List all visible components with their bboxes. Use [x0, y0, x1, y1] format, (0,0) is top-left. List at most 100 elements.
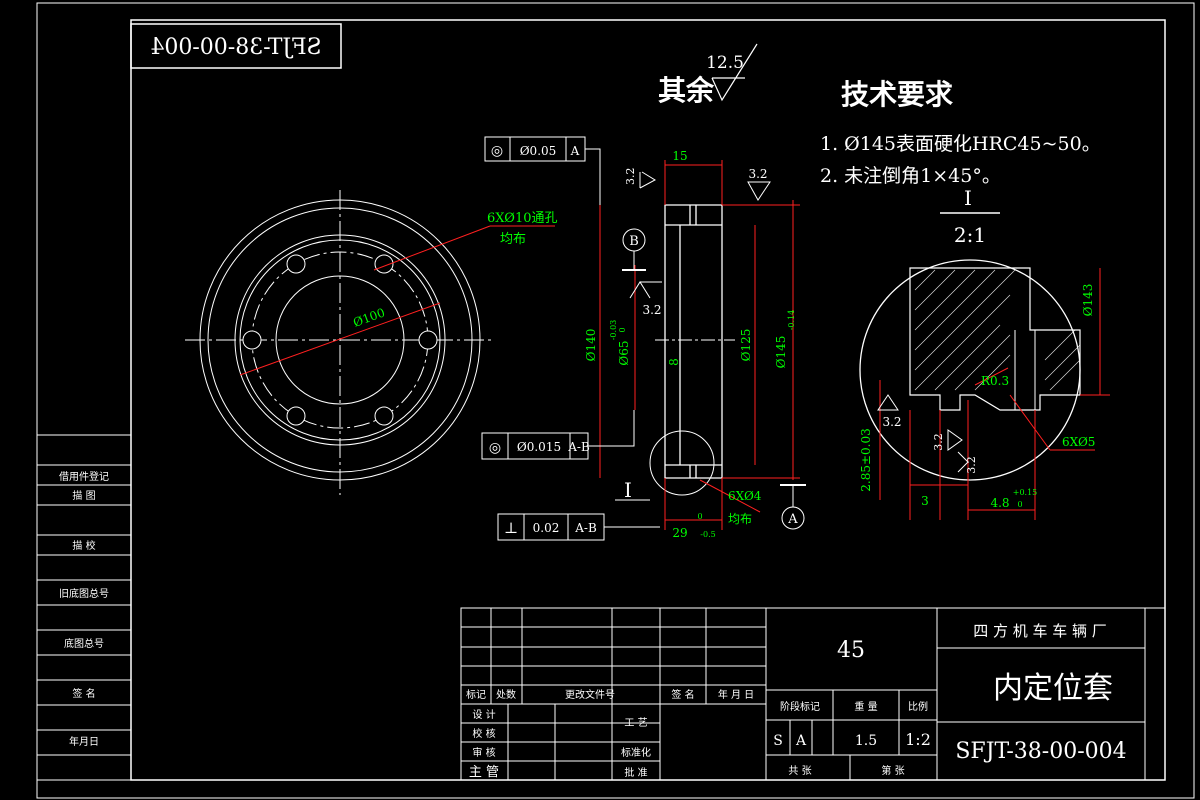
mirror-number: SFJT-38-00-004: [150, 35, 321, 60]
detail-dim-143: Ø143: [1081, 284, 1095, 317]
tech-req-title: 技术要求: [841, 78, 953, 111]
tb-total-sheets: 共 张: [788, 765, 811, 777]
title-block-grid: [460, 607, 1166, 781]
sec-dim-8: 8: [667, 358, 681, 366]
tb-weight: 1.5: [855, 733, 877, 749]
sec-dim-29-tol-low: -0.5: [700, 530, 715, 539]
datum-a-circle: [781, 506, 805, 530]
front-view: [185, 190, 495, 495]
tb-rev-h2: 更改文件号: [565, 688, 615, 701]
detail-dim-3: 3: [921, 494, 929, 508]
tb-rev-h4: 年 月 日: [718, 688, 754, 701]
tb-drawing-no: SFJT-38-00-004: [955, 739, 1126, 764]
tb-role-2: 审 核: [472, 746, 495, 759]
detail-circle-mark: [649, 430, 715, 496]
detail-rough-2: 3.2: [932, 433, 945, 451]
sec-dim-145-tol: -0.14: [787, 310, 796, 331]
left-label-6: 年月日: [69, 735, 99, 748]
datum-b: B: [629, 234, 639, 249]
sec-dim-29-tol-up: 0: [697, 512, 702, 521]
sec-dim-65-tol-low: 0: [618, 327, 627, 332]
detail-rough-3: 3.2: [965, 456, 978, 474]
detail-rough-1: 3.2: [882, 415, 901, 429]
left-label-0: 借用件登记: [59, 470, 109, 483]
tb-rev-h0: 标记: [466, 689, 486, 701]
detail-r03: R0.3: [981, 374, 1009, 388]
gdt-frame-3: [497, 513, 660, 541]
tb-company: 四 方 机 车 车 辆 厂: [973, 622, 1107, 640]
detail-scale: 2:1: [954, 223, 986, 247]
tb-scale-label: 比例: [908, 700, 928, 713]
tb-role-right-0: 工 艺: [624, 717, 647, 729]
outer-border: [36, 2, 1195, 799]
tb-material: 45: [837, 638, 865, 663]
sec-holes-note-2: 均布: [728, 512, 752, 526]
tb-weight-label: 重 量: [854, 700, 877, 713]
tb-scale: 1:2: [905, 730, 931, 749]
sec-dim-140: Ø140: [584, 329, 598, 362]
tech-req-item-2: 2. 未注倒角1×45°。: [820, 165, 1001, 187]
dia-leader-100: [239, 302, 441, 376]
gdt-3-symbol: ⊥: [504, 519, 518, 537]
sec-mark-I: I: [624, 478, 632, 502]
gdt-1-value: Ø0.05: [520, 144, 557, 158]
bolt-hole-2: [374, 254, 394, 274]
sec-dim-65: Ø65: [617, 340, 631, 365]
roughness-prefix: 其余: [658, 74, 715, 107]
left-label-5: 签 名: [72, 687, 95, 700]
gdt-3-value: 0.02: [533, 521, 560, 535]
gdt-1-symbol: ◎: [491, 143, 503, 159]
gdt-2-value: Ø0.015: [517, 440, 561, 454]
gdt-3-datum: A-B: [574, 521, 597, 535]
detail-dim-lines: [879, 268, 1110, 520]
sec-rough-c: 3.2: [642, 303, 661, 317]
left-label-4: 底图总号: [64, 637, 104, 650]
bolt-hole-3: [286, 254, 306, 274]
tb-rev-h1: 处数: [496, 688, 516, 701]
gdt-frame-2: [481, 410, 635, 460]
tech-req-item-1: 1. Ø145表面硬化HRC45~50。: [820, 133, 1101, 155]
detail-holes: 6XØ5: [1062, 435, 1095, 449]
detail-rough-symbol-2: [947, 429, 963, 451]
tb-role-right-1: 标准化: [621, 746, 651, 759]
front-dia-100: Ø100: [351, 305, 387, 329]
tb-role-1: 校 核: [472, 727, 495, 740]
sec-dim-15: 15: [672, 149, 687, 163]
left-label-2: 描 校: [72, 539, 95, 552]
rough-symbol-c: [629, 281, 662, 299]
section-view: [655, 204, 735, 479]
left-label-1: 描 图: [72, 489, 95, 502]
left-label-3: 旧底图总号: [59, 587, 109, 600]
holes-leader: [373, 225, 491, 271]
gdt-frame-1: [484, 136, 601, 205]
front-holes-note-1: 6XØ10通孔: [487, 211, 558, 226]
detail-rough-symbol-1: [877, 394, 899, 411]
sec-dim-29: 29: [672, 526, 687, 540]
detail-label: I: [964, 186, 972, 210]
bolt-hole-5: [286, 406, 306, 426]
gdt-1-datum: A: [570, 144, 580, 158]
rough-symbol-b: [747, 181, 771, 201]
sec-dim-65-tol-up: -0.03: [609, 320, 618, 341]
gdt-2-symbol: ◎: [489, 440, 501, 456]
bolt-hole-4: [242, 330, 262, 350]
detail-rough-symbol-3: [957, 451, 969, 473]
sec-dim-125: Ø125: [739, 329, 753, 362]
tb-role-3: 主 管: [469, 765, 499, 780]
tb-stage-a: A: [795, 733, 807, 749]
mirror-number-box: [130, 23, 342, 69]
gdt-2-datum: A-B: [567, 440, 590, 454]
section-dim-lines: [599, 160, 800, 530]
detail-dim-48-tol-low: 0: [1017, 500, 1022, 509]
sec-rough-b: 3.2: [748, 167, 767, 181]
tb-stage-label: 阶段标记: [780, 700, 820, 713]
roughness-symbol: [711, 43, 758, 102]
bolt-hole-1: [418, 330, 438, 350]
sec-dim-145: Ø145: [774, 336, 788, 369]
sec-rough-a: 3.2: [624, 168, 637, 186]
front-holes-note-2: 均布: [500, 232, 526, 247]
tb-role-right-2: 批 准: [624, 766, 647, 779]
tb-role-0: 设 计: [472, 708, 495, 721]
tb-rev-h3: 签 名: [671, 688, 694, 701]
